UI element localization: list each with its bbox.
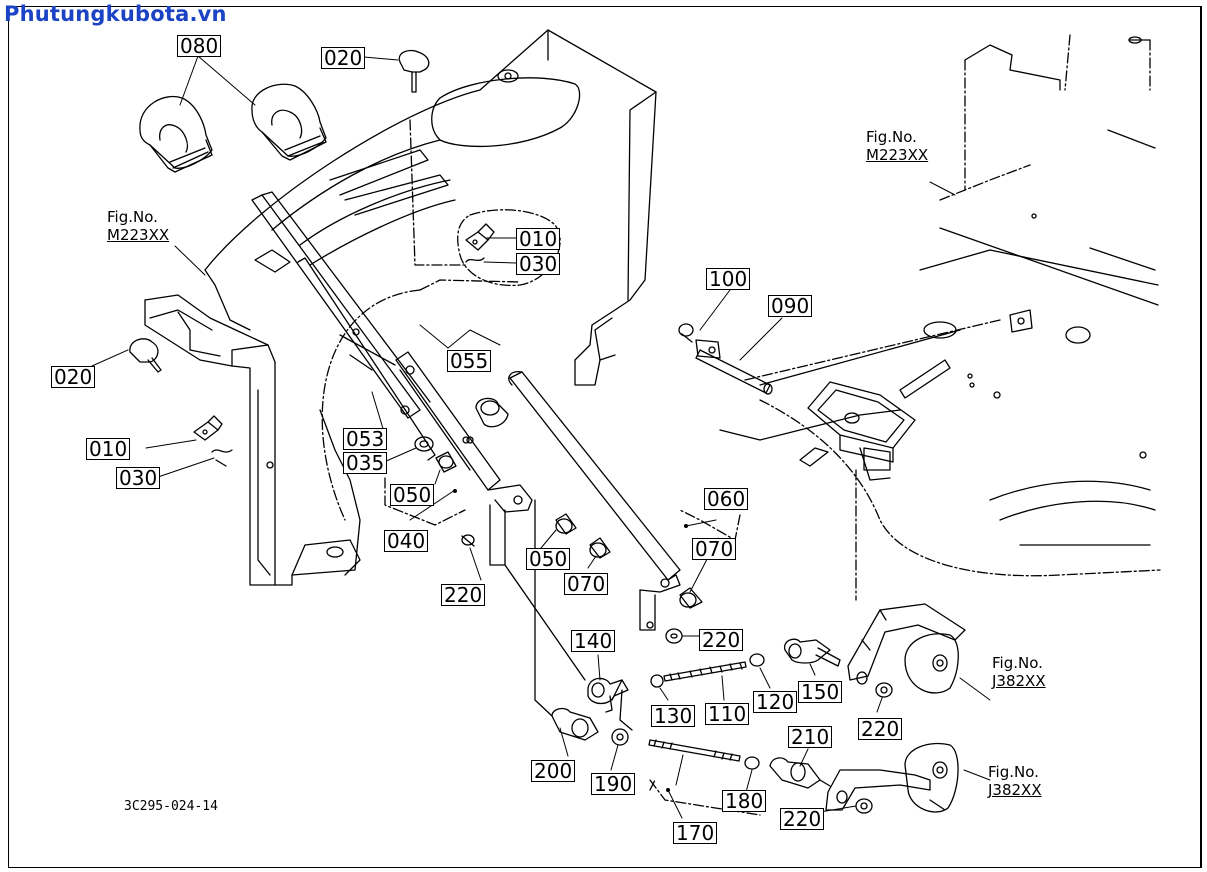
callout-200: 200 xyxy=(531,760,576,782)
callout-030-left: 030 xyxy=(116,467,161,489)
callout-170: 170 xyxy=(673,822,718,844)
drawing-frame xyxy=(8,6,1202,868)
fig-ref-top-right-code: M223XX xyxy=(866,146,929,164)
leader-lines xyxy=(91,55,991,819)
callout-080: 080 xyxy=(177,35,222,57)
fig-ref-mid-right-code: J382XX xyxy=(992,672,1046,690)
rod-170 xyxy=(504,499,831,789)
callout-035: 035 xyxy=(343,452,388,474)
knobs xyxy=(139,83,327,173)
callout-055: 055 xyxy=(447,350,492,372)
pin-090 xyxy=(678,323,773,395)
callout-090: 090 xyxy=(768,295,813,317)
fig-ref-left-label: Fig.No. xyxy=(107,208,158,226)
callout-180: 180 xyxy=(722,790,767,812)
callout-220-bottom: 220 xyxy=(780,808,825,830)
left-panel xyxy=(144,294,361,586)
callout-050-left: 050 xyxy=(390,484,435,506)
callout-110: 110 xyxy=(705,703,750,725)
callout-190: 190 xyxy=(591,773,636,795)
callout-053: 053 xyxy=(343,428,388,450)
pedal-arms xyxy=(825,603,966,814)
fig-ref-mid-right: Fig.No. J382XX xyxy=(992,654,1046,690)
fig-ref-left-code: M223XX xyxy=(107,226,170,244)
rod-110 xyxy=(587,638,841,731)
bolt-020 xyxy=(129,49,430,373)
console-housing xyxy=(204,29,657,386)
callout-070-right: 070 xyxy=(692,538,737,560)
callout-010-left: 010 xyxy=(86,438,131,460)
reference-dots xyxy=(453,489,688,792)
callout-070-mid: 070 xyxy=(564,573,609,595)
fig-ref-top-right: Fig.No. M223XX xyxy=(866,128,928,164)
callout-010-top: 010 xyxy=(516,228,561,250)
fig-ref-bottom-right: Fig.No. J382XX xyxy=(988,763,1042,799)
callout-030-top: 030 xyxy=(516,253,561,275)
fig-ref-mid-right-label: Fig.No. xyxy=(992,654,1043,672)
floor-outline xyxy=(321,34,1161,816)
floor-plate xyxy=(719,36,1159,546)
callout-050-mid: 050 xyxy=(526,548,571,570)
levers xyxy=(251,191,681,631)
callout-150: 150 xyxy=(798,681,843,703)
callout-140: 140 xyxy=(571,630,616,652)
fig-ref-left: Fig.No. M223XX xyxy=(107,208,169,244)
fig-ref-top-right-label: Fig.No. xyxy=(866,128,917,146)
callout-210: 210 xyxy=(788,726,833,748)
callout-040: 040 xyxy=(384,530,429,552)
spacers xyxy=(414,397,703,644)
callout-020-top: 020 xyxy=(321,47,366,69)
callout-130: 130 xyxy=(651,705,696,727)
callout-220-right: 220 xyxy=(858,718,903,740)
fig-ref-bottom-right-label: Fig.No. xyxy=(988,763,1039,781)
callout-120: 120 xyxy=(753,691,798,713)
guide-box xyxy=(807,381,916,463)
callout-020-left: 020 xyxy=(51,366,96,388)
clips xyxy=(193,223,495,467)
callout-060: 060 xyxy=(704,488,749,510)
fig-ref-bottom-right-code: J382XX xyxy=(988,781,1042,799)
brand-watermark: Phutungkubota.vn xyxy=(4,2,227,26)
callout-220-left: 220 xyxy=(441,584,486,606)
callout-100: 100 xyxy=(706,268,751,290)
callout-220-mid: 220 xyxy=(699,629,744,651)
drawing-code: 3C295-024-14 xyxy=(124,799,218,814)
